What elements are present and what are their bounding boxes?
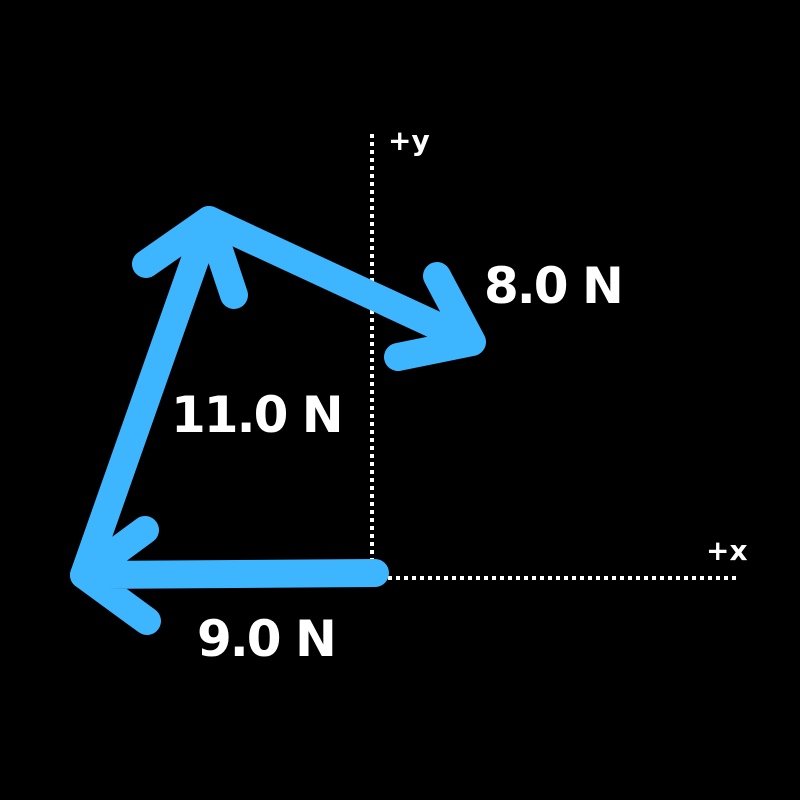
vector-9n-arrow xyxy=(70,516,389,635)
vector-8n-label: 8.0 N xyxy=(484,257,622,315)
force-vector-9n: 9.0 N xyxy=(70,516,389,668)
force-vector-8n: 8.0 N xyxy=(195,206,624,371)
y-axis-label: +y xyxy=(388,124,430,157)
vector-11n-label: 11.0 N xyxy=(171,386,342,444)
axes: +y +x xyxy=(370,124,748,580)
vector-8n-arrow xyxy=(195,206,486,371)
vector-9n-label: 9.0 N xyxy=(197,610,335,668)
x-axis-label: +x xyxy=(706,534,748,567)
